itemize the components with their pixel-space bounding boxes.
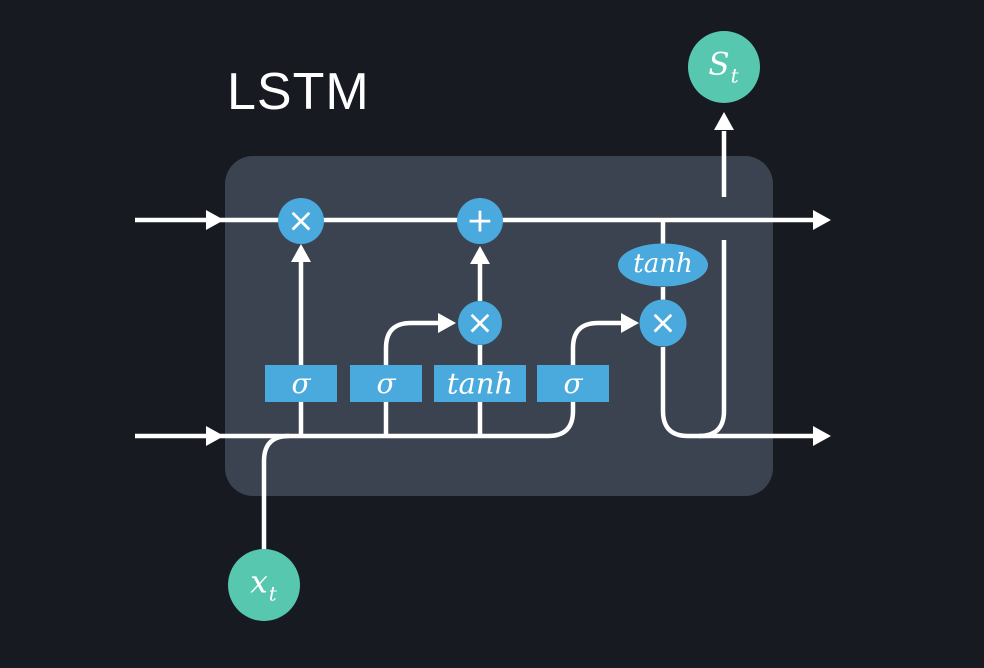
multiply-icon: ×: [466, 302, 494, 342]
gate1-sigma-label: σ: [291, 367, 311, 400]
input-xt-node: [228, 549, 300, 621]
cell-state-in-arrow-icon: [206, 210, 224, 230]
input-xt-subscript: t: [268, 581, 277, 606]
output-st-subscript: t: [730, 63, 739, 88]
gate2-sigma-box: [350, 365, 422, 402]
gate2-curve-line: [383, 320, 450, 365]
output-st-node: [688, 31, 760, 103]
st-arrow-icon: [714, 112, 734, 130]
output-arrow-icon: [813, 426, 831, 446]
gate3-tanh-label: tanh: [446, 366, 514, 401]
gate4-sigma-label: σ: [563, 367, 583, 400]
add-node: [457, 198, 503, 244]
candidate-multiply-node: [458, 301, 502, 345]
hidden-state-line: [135, 402, 576, 439]
output-st-label: St: [708, 46, 738, 86]
gate3-tanh-box: [434, 365, 526, 402]
tanh-ellipse-label: tanh: [633, 249, 693, 279]
cell-state-out-arrow-icon: [813, 210, 831, 230]
candidate-arrow-icon: [470, 246, 490, 264]
gate1-sigma-box: [265, 365, 337, 402]
multiply-icon: ×: [287, 200, 315, 240]
diagram-title: LSTM: [227, 63, 370, 121]
st-branch-lower-line: [698, 240, 727, 439]
input-xt-line: [261, 433, 290, 549]
gate4-sigma-box: [537, 365, 609, 402]
gate2-arrow-icon: [438, 313, 456, 333]
output-multiply-node: [639, 299, 687, 347]
forget-multiply-node: [278, 198, 324, 244]
hidden-state-in-arrow-icon: [206, 426, 224, 446]
gate4-curve-line: [570, 320, 633, 365]
add-icon: +: [466, 200, 494, 240]
gate2-sigma-label: σ: [376, 367, 396, 400]
gate4-arrow-icon: [621, 313, 639, 333]
multiply-icon: ×: [649, 302, 677, 342]
gate1-arrow-icon: [291, 244, 311, 262]
output-st-base: S: [708, 46, 730, 83]
input-xt-label: xt: [250, 564, 277, 604]
input-xt-base: x: [250, 564, 268, 601]
tanh-ellipse-node: [618, 243, 708, 287]
output-hidden-line: [660, 347, 818, 439]
